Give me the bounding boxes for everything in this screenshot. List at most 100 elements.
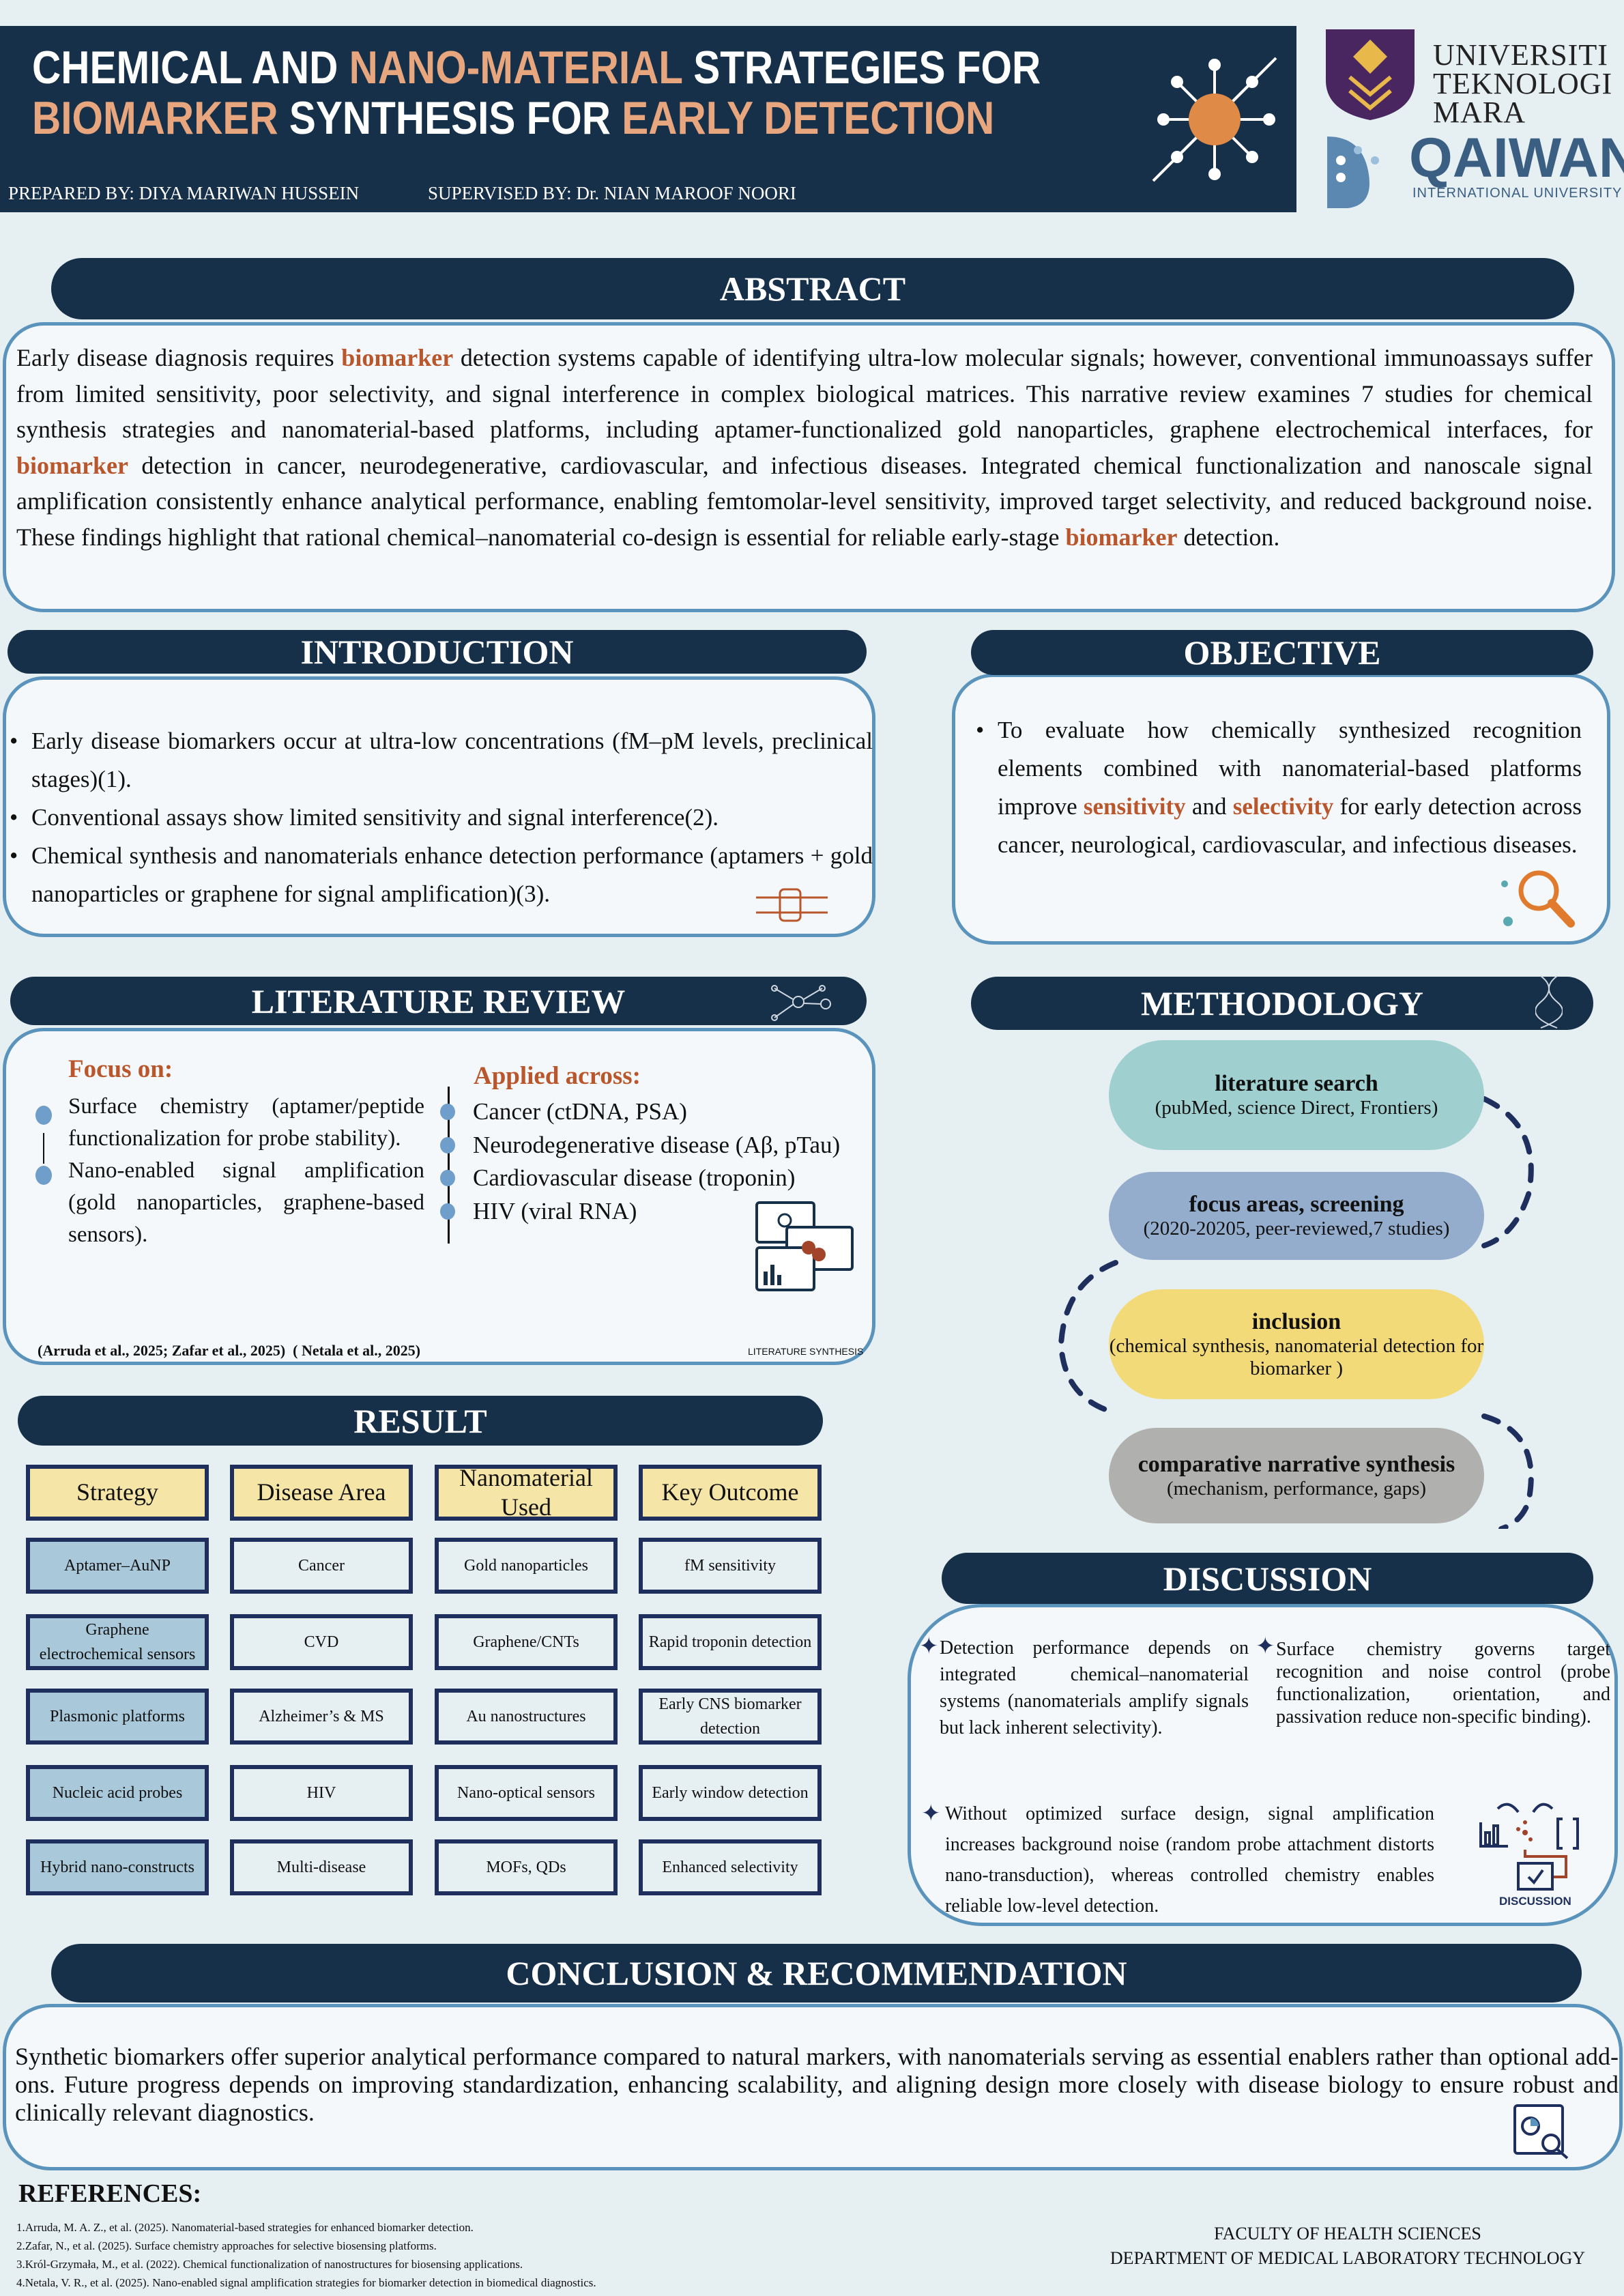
report-analysis-icon — [1513, 2104, 1569, 2159]
literature-icon-label: LITERATURE SYNTHESIS — [748, 1346, 864, 1357]
objective-part: To evaluate how chemically synthesized r… — [998, 717, 1582, 820]
table-cell: Early window detection — [639, 1765, 822, 1821]
objective-keyword: sensitivity — [1083, 793, 1186, 820]
abstract-title: ABSTRACT — [51, 258, 1574, 319]
applied-item: Neurodegenerative disease (Aβ, pTau) — [440, 1129, 840, 1162]
table-cell: Gold nanoparticles — [435, 1538, 618, 1594]
discussion-point: ✦Surface chemistry governs target recogn… — [1256, 1634, 1610, 1728]
applied-list: Cancer (ctDNA, PSA) Neurodegenerative di… — [440, 1095, 840, 1228]
step-title: comparative narrative synthesis — [1137, 1451, 1455, 1477]
table-cell: Hybrid nano-constructs — [26, 1839, 209, 1895]
abstract-part: detection systems capable of identifying… — [16, 344, 1593, 443]
sparkle-icon: ✦ — [919, 1634, 939, 1659]
step-desc: (chemical synthesis, nanomaterial detect… — [1109, 1334, 1484, 1379]
dna-icon — [1535, 975, 1563, 1029]
table-header-cell: Strategy — [26, 1465, 209, 1521]
discussion-point: ✦Without optimized surface design, signa… — [921, 1798, 1434, 1921]
table-cell: Alzheimer’s & MS — [230, 1689, 413, 1745]
abstract-keyword: biomarker — [1065, 523, 1178, 551]
discussion-box — [908, 1604, 1618, 1926]
applied-item: Cancer (ctDNA, PSA) — [440, 1095, 840, 1129]
literature-box — [3, 1028, 875, 1365]
poster-title: CHEMICAL AND NANO-MATERIAL STRATEGIES FO… — [32, 42, 1147, 143]
step-desc: (mechanism, performance, gaps) — [1166, 1477, 1427, 1499]
methodology-step: literature search(pubMed, science Direct… — [1109, 1040, 1484, 1150]
methodology-connector — [1058, 1096, 1534, 1529]
introduction-list: Early disease biomarkers occur at ultra-… — [10, 722, 873, 913]
table-cell: Nucleic acid probes — [26, 1765, 209, 1821]
step-desc: (pubMed, science Direct, Frontiers) — [1155, 1097, 1438, 1119]
table-cell: Graphene/CNTs — [435, 1614, 618, 1670]
result-title: RESULT — [18, 1396, 823, 1446]
nanoparticle-icon — [1152, 57, 1277, 182]
uitm-logo-text: UNIVERSITI TEKNOLOGI MARA — [1433, 40, 1613, 129]
applied-item-label: Neurodegenerative disease (Aβ, pTau) — [473, 1131, 841, 1158]
sparkle-icon: ✦ — [921, 1801, 941, 1826]
step-title: inclusion — [1251, 1308, 1342, 1334]
intro-item: Chemical synthesis and nanomaterials enh… — [10, 837, 873, 913]
membrane-protein-icon — [756, 888, 828, 922]
title-segment: SYNTHESIS FOR — [278, 92, 622, 144]
objective-part: and — [1185, 793, 1233, 820]
title-segment: CHEMICAL AND — [32, 42, 349, 94]
references-list: 1.Arruda, M. A. Z., et al. (2025). Nanom… — [16, 2218, 596, 2292]
logo1-line2: TEKNOLOGI — [1433, 67, 1613, 100]
title-segment: NANO-MATERIAL — [349, 42, 682, 94]
introduction-title: INTRODUCTION — [8, 630, 867, 674]
discussion-point: ✦Detection performance depends on integr… — [919, 1634, 1249, 1741]
applied-item-label: Cardiovascular disease (troponin) — [473, 1164, 796, 1191]
abstract-text: Early disease diagnosis requires biomark… — [16, 340, 1593, 555]
applied-item: HIV (viral RNA) — [440, 1195, 840, 1229]
table-cell: Plasmonic platforms — [26, 1689, 209, 1745]
intro-item: Early disease biomarkers occur at ultra-… — [10, 722, 873, 799]
literature-title: LITERATURE REVIEW — [10, 977, 867, 1025]
literature-synthesis-icon — [755, 1201, 854, 1291]
header-banner — [0, 26, 1296, 212]
abstract-keyword: biomarker — [341, 344, 454, 371]
title-line-1: CHEMICAL AND NANO-MATERIAL STRATEGIES FO… — [32, 42, 1147, 93]
objective-keyword: selectivity — [1232, 793, 1334, 820]
table-cell: fM sensitivity — [639, 1538, 822, 1594]
conclusion-text: Synthetic biomarkers offer superior anal… — [15, 2043, 1619, 2126]
abstract-box — [3, 322, 1615, 612]
focus-item: Surface chemistry (aptamer/peptide funct… — [68, 1094, 424, 1151]
conclusion-box — [3, 2004, 1623, 2170]
molecule-network-icon — [771, 985, 831, 1021]
table-cell: Enhanced selectivity — [639, 1839, 822, 1895]
discussion-text: Surface chemistry governs target recogni… — [1276, 1639, 1610, 1727]
objective-title: OBJECTIVE — [971, 630, 1593, 675]
discussion-icon-label: DISCUSSION — [1499, 1895, 1571, 1908]
discussion-text: Detection performance depends on integra… — [940, 1637, 1249, 1738]
logo1-line3: MARA — [1433, 96, 1526, 129]
abstract-part: detection. — [1177, 523, 1280, 551]
abstract-keyword: biomarker — [16, 451, 128, 479]
applied-item: Cardiovascular disease (troponin) — [440, 1162, 840, 1195]
reference-item: 4.Netala, V. R., et al. (2025). Nano-ena… — [16, 2276, 596, 2289]
title-segment: BIOMARKER — [32, 92, 278, 144]
abstract-part: detection in cancer, neurodegenerative, … — [16, 451, 1593, 551]
applied-heading: Applied across: — [474, 1062, 641, 1090]
qaiwan-sub: INTERNATIONAL UNIVERSITY — [1412, 186, 1623, 201]
table-cell: Multi-disease — [230, 1839, 413, 1895]
focus-item: Nano-enabled signal amplification (gold … — [68, 1158, 424, 1247]
qaiwan-name: QAIWAN — [1409, 127, 1624, 189]
focus-heading: Focus on: — [68, 1055, 173, 1083]
step-title: literature search — [1215, 1071, 1378, 1096]
table-cell: HIV — [230, 1765, 413, 1821]
table-cell: Graphene electrochemical sensors — [26, 1614, 209, 1670]
abstract-part: Early disease diagnosis requires — [16, 344, 342, 371]
reference-item: 3.Król-Grzymała, M., et al. (2022). Chem… — [16, 2258, 523, 2271]
sparkle-icon: ✦ — [1256, 1634, 1275, 1659]
table-header-cell: Disease Area — [230, 1465, 413, 1521]
methodology-title: METHODOLOGY — [971, 977, 1593, 1030]
reference-item: 2.Zafar, N., et al. (2025). Surface chem… — [16, 2239, 437, 2252]
table-cell: Cancer — [230, 1538, 413, 1594]
title-line-2: BIOMARKER SYNTHESIS FOR EARLY DETECTION — [32, 93, 1147, 143]
methodology-step: focus areas, screening(2020-20205, peer-… — [1109, 1172, 1484, 1260]
literature-citation: (Arruda et al., 2025; Zafar et al., 2025… — [38, 1342, 421, 1359]
table-cell: Rapid troponin detection — [639, 1614, 822, 1670]
objective-text: • To evaluate how chemically synthesized … — [976, 711, 1582, 864]
focus-list: Surface chemistry (aptamer/peptide funct… — [68, 1091, 424, 1251]
discussion-text: Without optimized surface design, signal… — [945, 1803, 1434, 1917]
bullet: • — [976, 717, 985, 743]
